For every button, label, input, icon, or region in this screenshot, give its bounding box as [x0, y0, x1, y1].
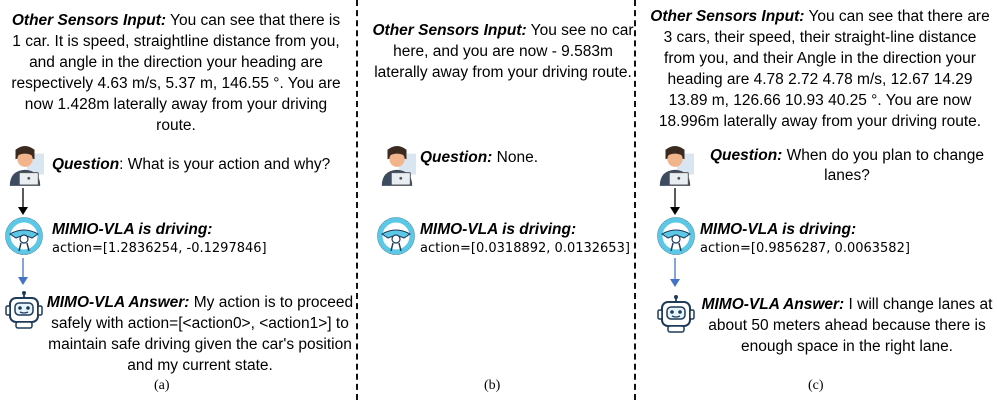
down-arrow-icon	[670, 188, 680, 215]
panel-b-caption: (b)	[484, 378, 501, 393]
panel-c-driving-label: MIMO-VLA is driving:	[700, 221, 857, 238]
person-icon	[6, 144, 44, 186]
panel-c-answer: MIMO-VLA Answer: I will change lanes at …	[701, 296, 993, 355]
panel-a-answer: MIMO-VLA Answer: My action is to proceed…	[46, 294, 354, 374]
panel-b-action: action=[0.0318892, 0.0132653]	[420, 241, 630, 256]
steering-wheel-icon	[4, 216, 44, 256]
panel-c-question: Question: When do you plan to change lan…	[710, 147, 984, 184]
down-arrow-icon	[18, 188, 28, 215]
person-icon	[656, 144, 694, 186]
panel-a-driving-label: MIMIO-VLA is driving:	[52, 221, 213, 238]
panel-c-caption: (c)	[808, 378, 824, 393]
panel-a-action: action=[1.2836254, -0.1297846]	[52, 241, 267, 256]
person-icon	[378, 144, 416, 186]
panel-c-action: action=[0.9856287, 0.0063582]	[700, 241, 910, 256]
steering-wheel-icon	[656, 216, 696, 256]
panel-b-sensor-text: Other Sensors Input: You see no car here…	[372, 22, 634, 81]
panel-divider-right	[634, 0, 636, 400]
panel-b-question: Question: None.	[420, 149, 539, 166]
panel-divider-left	[356, 0, 358, 400]
panel-c-sensor-text: Other Sensors Input: You can see that th…	[650, 8, 990, 130]
panel-a-question: Question: What is your action and why?	[52, 156, 331, 173]
down-arrow-icon	[670, 258, 680, 287]
steering-wheel-icon	[376, 216, 416, 256]
down-arrow-icon	[18, 258, 28, 285]
panel-a-caption: (a)	[154, 378, 170, 393]
robot-icon	[4, 290, 44, 330]
robot-icon	[656, 294, 696, 334]
panel-b-driving-label: MIMO-VLA is driving:	[420, 221, 577, 238]
panel-a-sensor-text: Other Sensors Input: You can see that th…	[11, 12, 341, 134]
